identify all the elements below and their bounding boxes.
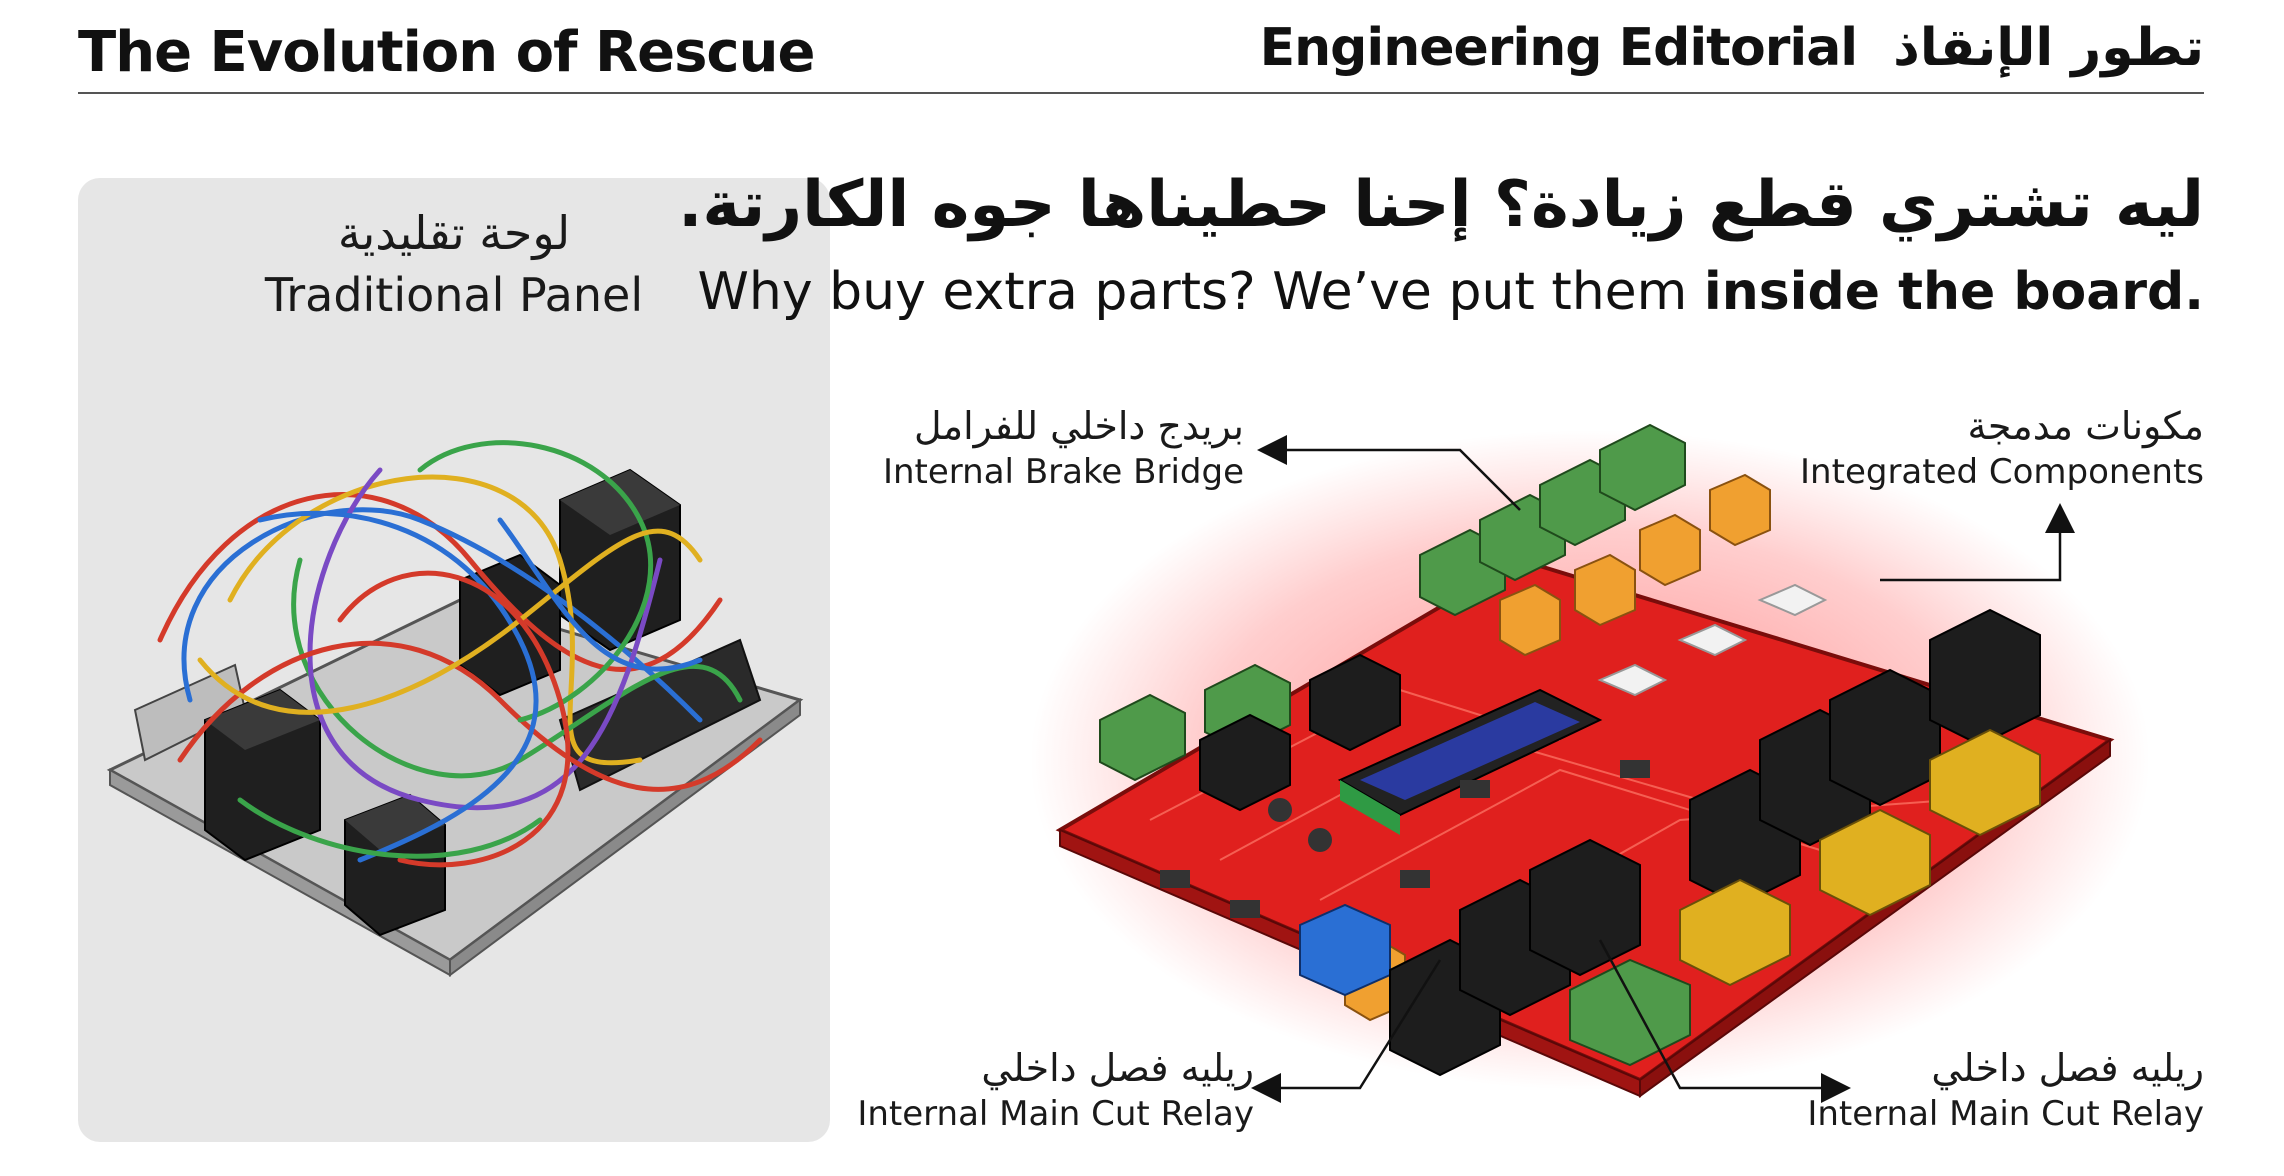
callout-integrated-en: Integrated Components bbox=[1800, 452, 2204, 492]
integrated-board-illustration bbox=[1030, 423, 2150, 1098]
traditional-panel-illustration bbox=[106, 440, 804, 977]
callout-brake-bridge-en: Internal Brake Bridge bbox=[882, 452, 1244, 492]
page-title: The Evolution of Rescue bbox=[78, 20, 815, 85]
transformer-1 bbox=[204, 688, 321, 862]
callout-integrated-components: مكونات مدمجة Integrated Components bbox=[1800, 404, 2204, 492]
callout-relay-right-ar: ريليه فصل داخلي bbox=[1931, 1046, 2204, 1090]
headline-english-regular: Why buy extra parts? We’ve put them bbox=[697, 262, 1704, 322]
callout-relay-right-en: Internal Main Cut Relay bbox=[1807, 1094, 2204, 1134]
headline-english: Why buy extra parts? We’ve put them insi… bbox=[697, 262, 2204, 322]
callout-main-cut-relay-right: ريليه فصل داخلي Internal Main Cut Relay bbox=[1807, 1046, 2204, 1134]
editorial-title-en: Engineering Editorial bbox=[1259, 18, 1858, 78]
headline-english-bold: inside the board. bbox=[1703, 262, 2204, 322]
headline-arabic: ليه تشتري قطع زيادة؟ إحنا حطيناها جوه ال… bbox=[678, 168, 2204, 242]
callout-brake-bridge: بريدج داخلي للفرامل Internal Brake Bridg… bbox=[883, 404, 1244, 492]
callout-main-cut-relay-left: ريليه فصل داخلي Internal Main Cut Relay bbox=[857, 1046, 1254, 1134]
lcd-display bbox=[1337, 688, 1603, 835]
traditional-panel-title-en: Traditional Panel bbox=[264, 268, 644, 322]
green-terminal-row bbox=[1099, 423, 1691, 1067]
editorial-header: Engineering Editorial تطور الإنقاذ bbox=[1259, 18, 2205, 78]
editorial-title-ar: تطور الإنقاذ bbox=[1893, 18, 2205, 78]
traditional-panel-title-ar: لوحة تقليدية bbox=[337, 206, 571, 260]
callout-relay-left-en: Internal Main Cut Relay bbox=[857, 1094, 1254, 1134]
callout-integrated-ar: مكونات مدمجة bbox=[1967, 404, 2204, 448]
header-divider bbox=[78, 92, 2204, 94]
callout-relay-left-ar: ريليه فصل داخلي bbox=[981, 1046, 1254, 1090]
callout-brake-bridge-ar: بريدج داخلي للفرامل bbox=[913, 404, 1244, 448]
